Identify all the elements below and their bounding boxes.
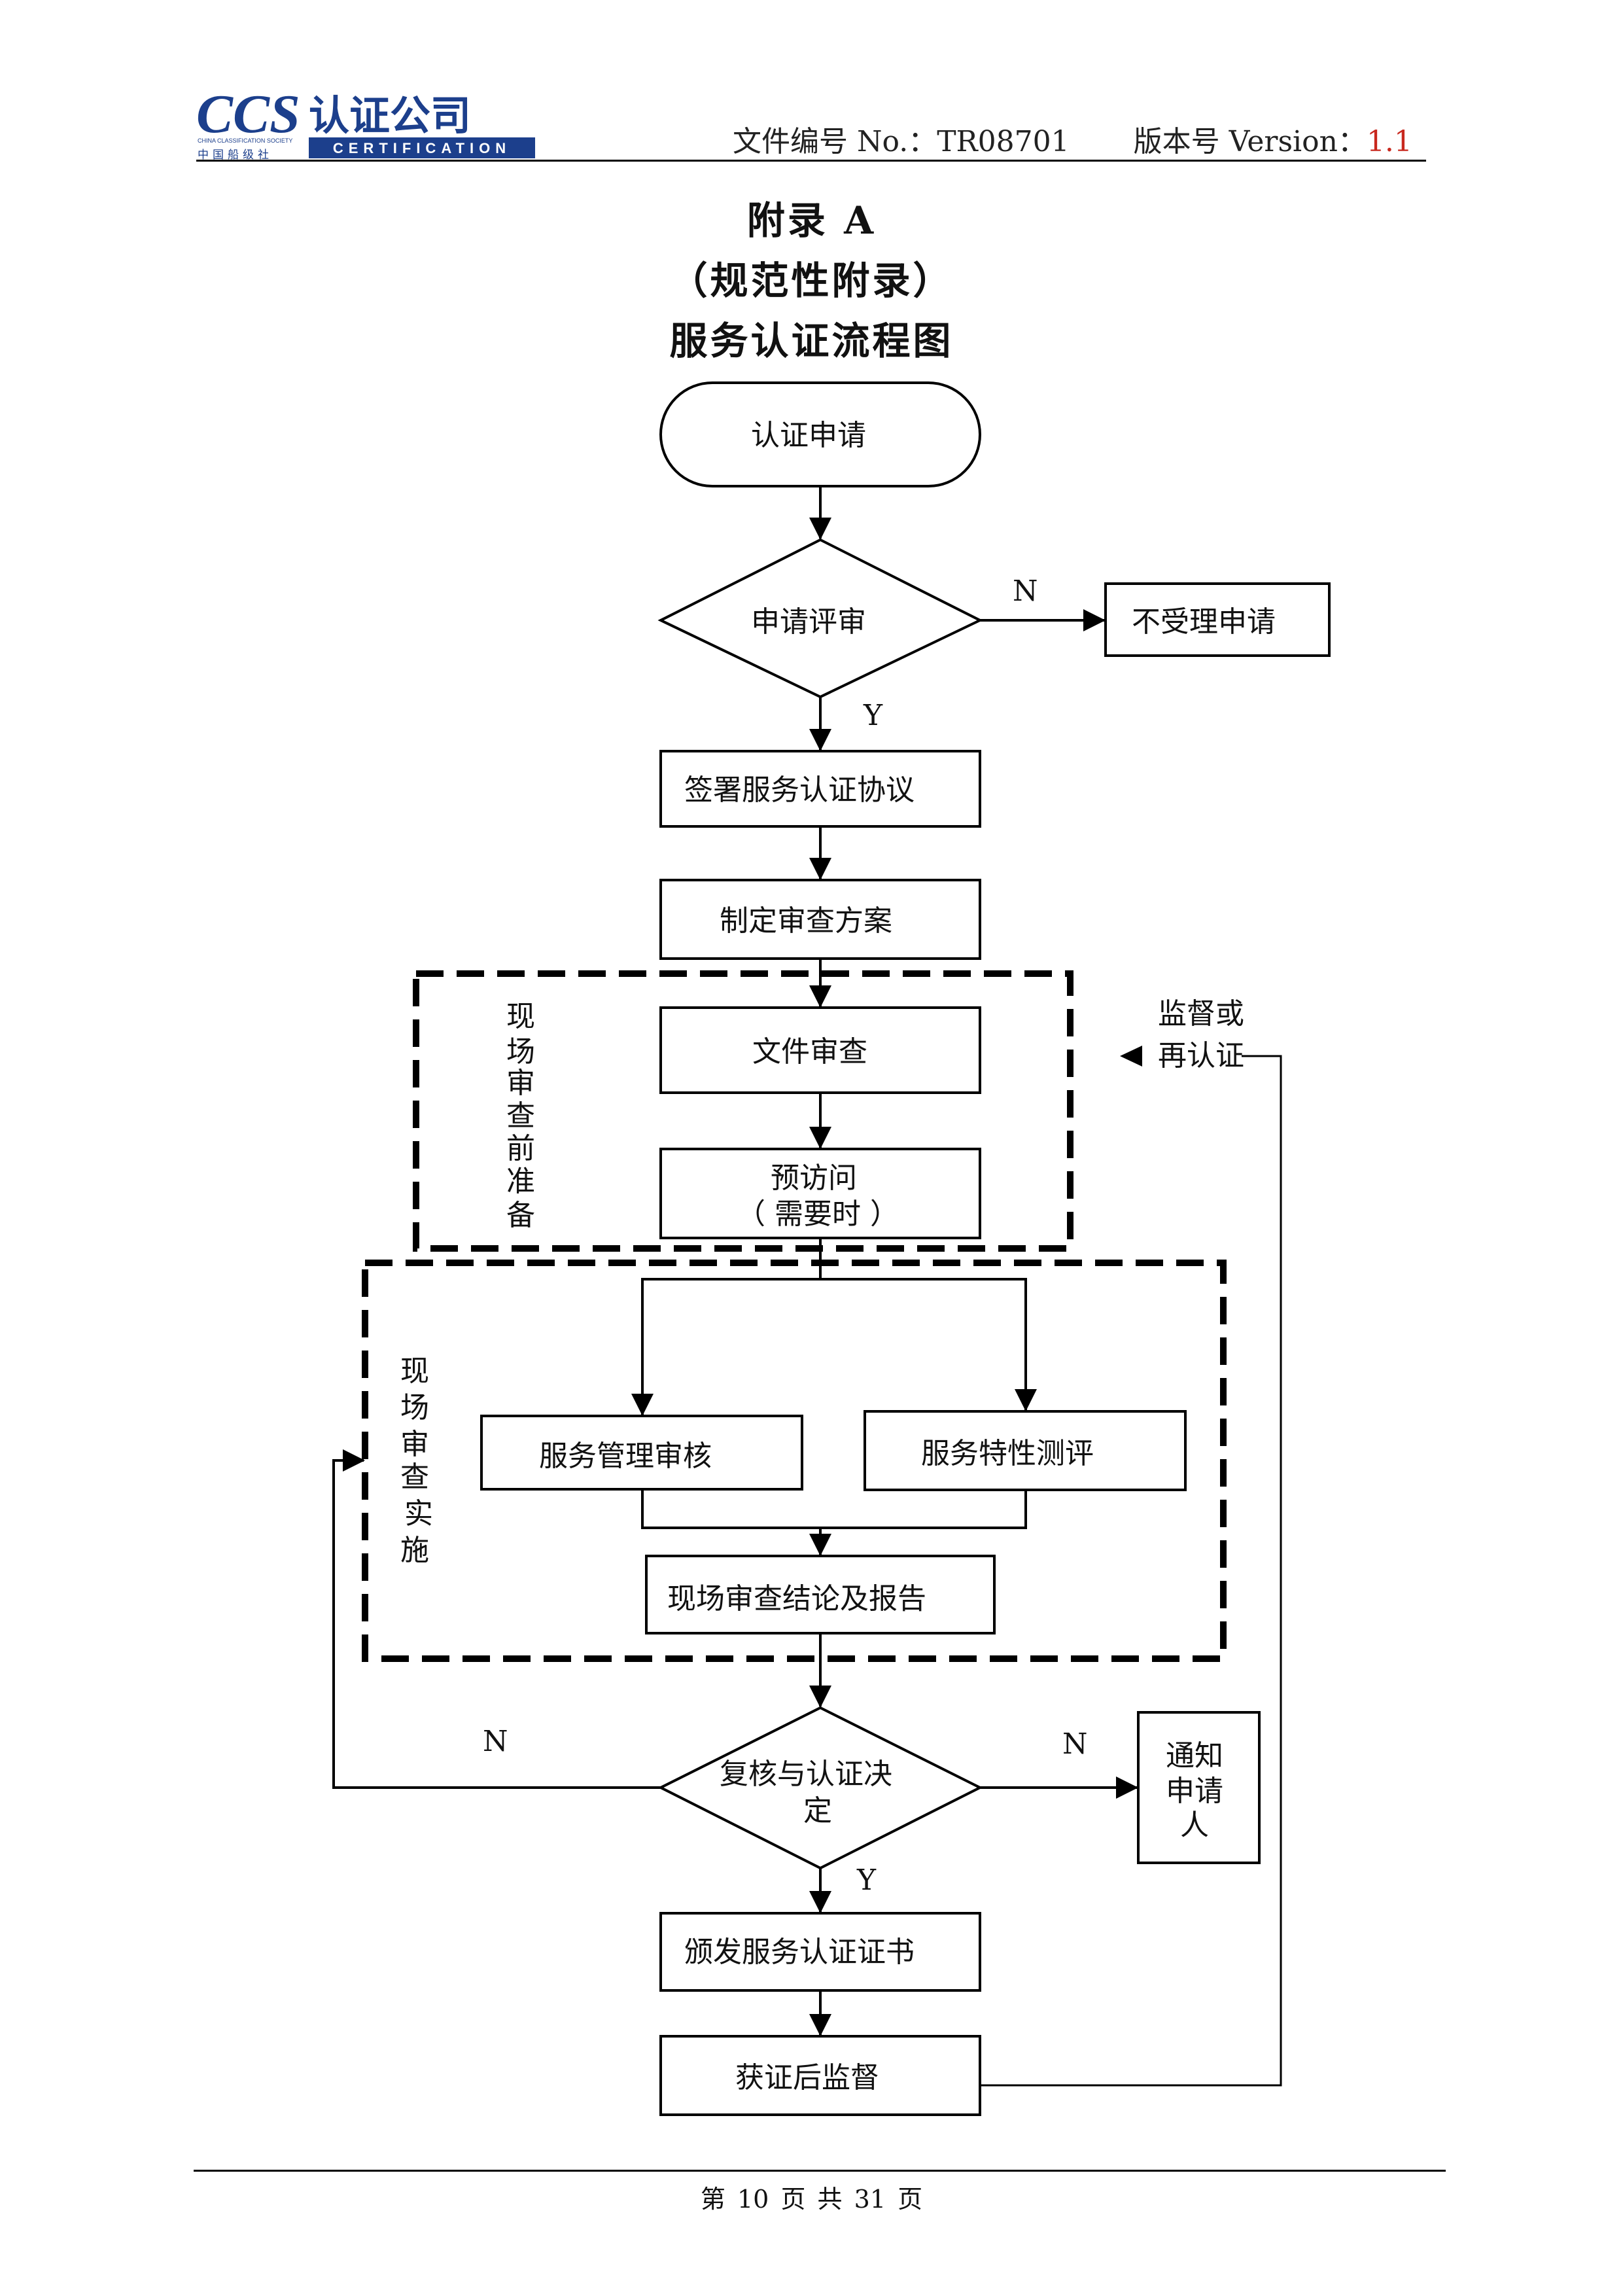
node-mgmt-audit-label: 服务管理审核 <box>539 1439 712 1473</box>
logo-band <box>309 137 535 158</box>
logo-cn-name: 认证公司 <box>309 92 471 139</box>
group-impl-char-6: 施 <box>400 1534 429 1567</box>
page-number: 10 <box>737 2185 769 2214</box>
edge-label-decision-no-left: N <box>483 1725 508 1758</box>
group-impl-char-5: 实 <box>404 1497 433 1530</box>
node-decision-label-2: 定 <box>803 1794 832 1828</box>
edge-surveil-loop <box>980 1055 1282 2087</box>
document-info: 文件编号 No.：TR08701 版本号 Version：1.1 <box>733 118 1412 160</box>
header-rule <box>196 160 1426 162</box>
node-notify-label-1: 通知 <box>1166 1739 1223 1773</box>
loop-label-line-1: 监督或 <box>1158 997 1244 1031</box>
group-impl-char-3: 审 <box>400 1428 429 1461</box>
group-box-prep <box>413 970 1073 1252</box>
edge-split-branches <box>641 1278 1027 1415</box>
group-prep-char-7: 备 <box>506 1199 535 1232</box>
page-total: 31 <box>854 2185 886 2214</box>
group-impl-char-1: 现 <box>400 1354 429 1388</box>
node-feature-eval-label: 服务特性测评 <box>921 1437 1094 1470</box>
logo-mark: CCS <box>196 85 300 145</box>
node-notify-box <box>1137 1711 1261 1864</box>
node-apply-label: 认证申请 <box>751 419 866 452</box>
node-pre-visit-label-1: 预访问 <box>771 1161 857 1195</box>
edge-merge <box>641 1489 1027 1529</box>
node-review-label: 申请评审 <box>751 605 866 639</box>
group-prep-char-3: 审 <box>506 1067 535 1100</box>
page-suffix: 页 <box>898 2185 923 2214</box>
page-footer: 第 10 页 共 31 页 <box>0 2179 1623 2215</box>
group-prep-char-5: 前 <box>506 1132 535 1165</box>
group-box-impl <box>362 1260 1227 1662</box>
edge-label-review-yes: Y <box>863 699 883 732</box>
ccs-certification-logo: CCS 认证公司 CHINA CLASSIFICATION SOCIETY 中国… <box>196 85 535 162</box>
node-doc-review-label: 文件审查 <box>752 1035 867 1069</box>
node-sign-label: 签署服务认证协议 <box>684 773 915 807</box>
group-prep-char-6: 准 <box>506 1165 535 1198</box>
group-impl-char-2: 场 <box>400 1391 429 1424</box>
page-mid: 页 共 <box>780 2185 843 2214</box>
node-pre-visit-label-2: （ 需要时 ） <box>737 1197 899 1231</box>
edge-label-decision-no-right: N <box>1062 1727 1088 1761</box>
group-prep-char-2: 场 <box>506 1035 535 1069</box>
version-label: 版本号 Version： <box>1133 125 1367 158</box>
logo-cn-society: 中国船级社 <box>198 149 273 162</box>
flowchart-title: 服务认证流程图 <box>669 319 954 363</box>
footer-rule <box>194 2170 1446 2172</box>
logo-en-society: CHINA CLASSIFICATION SOCIETY <box>198 137 292 144</box>
page-prefix: 第 <box>700 2185 725 2214</box>
node-decision-label-1: 复核与认证决 <box>720 1757 892 1791</box>
loop-arrowhead <box>1120 1046 1142 1067</box>
node-notify-label-2: 申请 <box>1166 1775 1223 1808</box>
node-issue-label: 颁发服务认证证书 <box>684 1935 915 1969</box>
doc-number: TR08701 <box>937 125 1070 158</box>
node-surveil-box <box>659 2035 981 2116</box>
group-prep-char-1: 现 <box>506 1000 535 1033</box>
version-number: 1.1 <box>1366 125 1412 158</box>
group-prep-char-4: 查 <box>506 1099 535 1133</box>
node-surveil-label: 获证后监督 <box>735 2061 879 2094</box>
doc-number-label: 文件编号 No.： <box>733 125 937 158</box>
edge-label-review-no: N <box>1013 574 1038 608</box>
edge-label-decision-yes: Y <box>856 1863 877 1897</box>
appendix-title: 附录 A <box>746 198 877 243</box>
node-conclusion-label: 现场审查结论及报告 <box>667 1582 926 1616</box>
node-plan-label: 制定审查方案 <box>720 904 892 938</box>
group-impl-char-4: 查 <box>400 1460 429 1494</box>
normative-subtitle: （规范性附录） <box>669 258 954 303</box>
node-reject-box <box>1104 582 1331 657</box>
node-notify-label-3: 人 <box>1180 1809 1209 1842</box>
edge-decision-back <box>332 1449 661 1789</box>
node-reject-label: 不受理申请 <box>1132 605 1276 639</box>
logo-en-name: CERTIFICATION <box>333 140 511 156</box>
loop-label-line-2: 再认证 <box>1158 1039 1244 1072</box>
